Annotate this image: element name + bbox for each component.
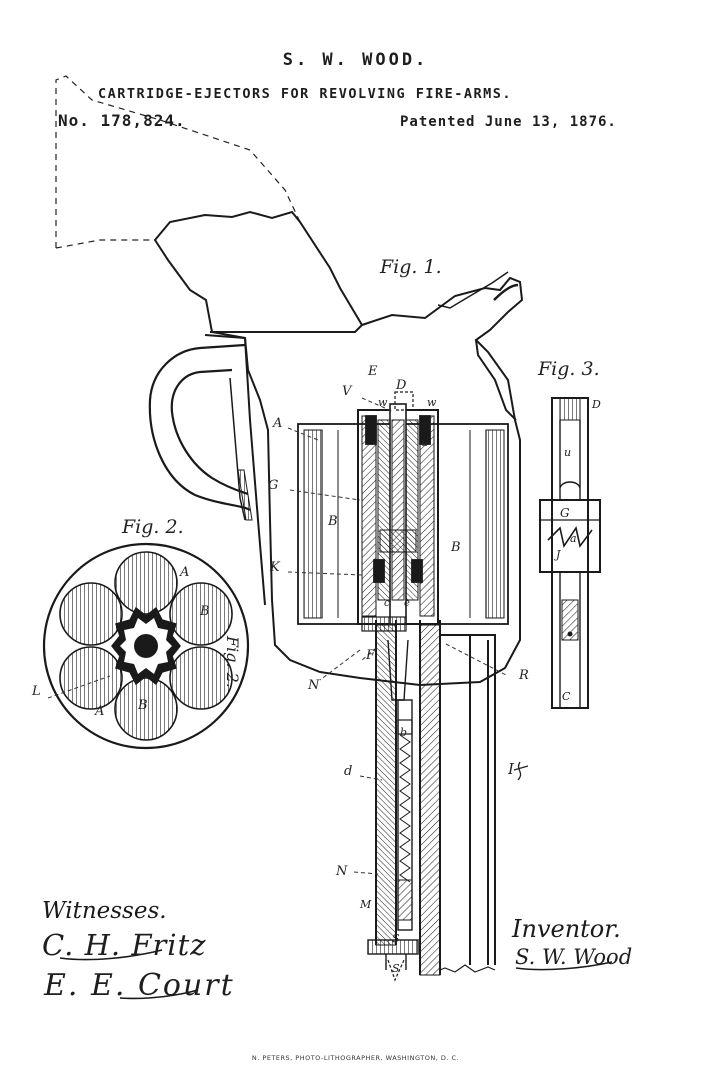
label-E: E xyxy=(368,364,378,379)
witnesses-title: Witnesses. xyxy=(42,898,167,924)
witness-signature-1: C. H. Fritz xyxy=(42,928,207,962)
label-K: K xyxy=(270,560,280,575)
label-N-lower: N xyxy=(336,864,348,879)
fig2-label-B-top: B xyxy=(200,604,210,619)
fig3-label-C: C xyxy=(562,690,571,703)
label-w-left: w xyxy=(378,396,388,409)
inventor-heading: S. W. WOOD. xyxy=(282,50,429,70)
fig1-frame xyxy=(153,210,524,687)
fig2-label-A-top: A xyxy=(180,565,190,580)
fig3-title: Fig. 3. xyxy=(538,358,600,380)
fig1-squiggle xyxy=(513,761,529,781)
label-B-left: B xyxy=(328,514,338,529)
label-V: V xyxy=(342,384,352,399)
label-I: I xyxy=(508,760,514,778)
fig2 xyxy=(42,542,250,750)
patent-title: CARTRIDGE-EJECTORS FOR REVOLVING FIRE-AR… xyxy=(98,86,512,102)
inventor-title: Inventor. xyxy=(512,915,621,943)
fig3-label-J: J xyxy=(556,548,561,561)
fig1-frame-dashed xyxy=(55,75,301,249)
fig1-leaders xyxy=(287,397,509,875)
label-A: A xyxy=(273,416,283,431)
fig1-cylinder xyxy=(297,391,509,625)
fig1-title: Fig. 1. xyxy=(380,256,442,278)
inventor-signature: S. W. Wood xyxy=(515,945,633,969)
label-S-upper: S xyxy=(392,932,400,945)
fig2-label-B-bottom: B xyxy=(138,698,148,713)
label-B-right: B xyxy=(451,540,461,555)
fig3-label-D: D xyxy=(592,398,601,411)
fig1-trigger-guard xyxy=(148,343,253,521)
patent-number: No. 178,824. xyxy=(58,111,186,130)
label-N-upper: N xyxy=(308,678,320,693)
label-M: M xyxy=(360,898,372,911)
label-G: G xyxy=(268,478,279,493)
fig2-side-title: Fig. 2. xyxy=(223,636,242,688)
fig3-label-u: u xyxy=(564,446,572,459)
patent-date: Patented June 13, 1876. xyxy=(400,114,617,130)
label-F: F xyxy=(366,648,376,663)
witness-flourish xyxy=(59,949,613,1000)
label-R: R xyxy=(519,668,529,683)
label-D: D xyxy=(396,378,407,393)
label-d: d xyxy=(344,764,353,779)
fig2-label-A-bottom: A xyxy=(95,704,105,719)
witness-signature-2: E. E. Court xyxy=(44,968,235,1003)
fig2-label-L: L xyxy=(32,684,41,699)
fig3-label-G: G xyxy=(560,506,570,520)
label-w-right: w xyxy=(427,396,437,409)
fig1-barrel xyxy=(361,616,496,982)
fig3 xyxy=(539,397,601,709)
fig3-label-a: a xyxy=(570,532,577,545)
fig2-title: Fig. 2. xyxy=(122,516,184,538)
label-e: e xyxy=(404,598,410,609)
label-b: b xyxy=(400,726,408,739)
label-S-lower: S xyxy=(392,962,400,975)
lithographer-credit: N. PETERS, PHOTO-LITHOGRAPHER, WASHINGTO… xyxy=(251,1054,460,1062)
label-c: c xyxy=(384,598,390,609)
label-u: u xyxy=(421,436,429,449)
